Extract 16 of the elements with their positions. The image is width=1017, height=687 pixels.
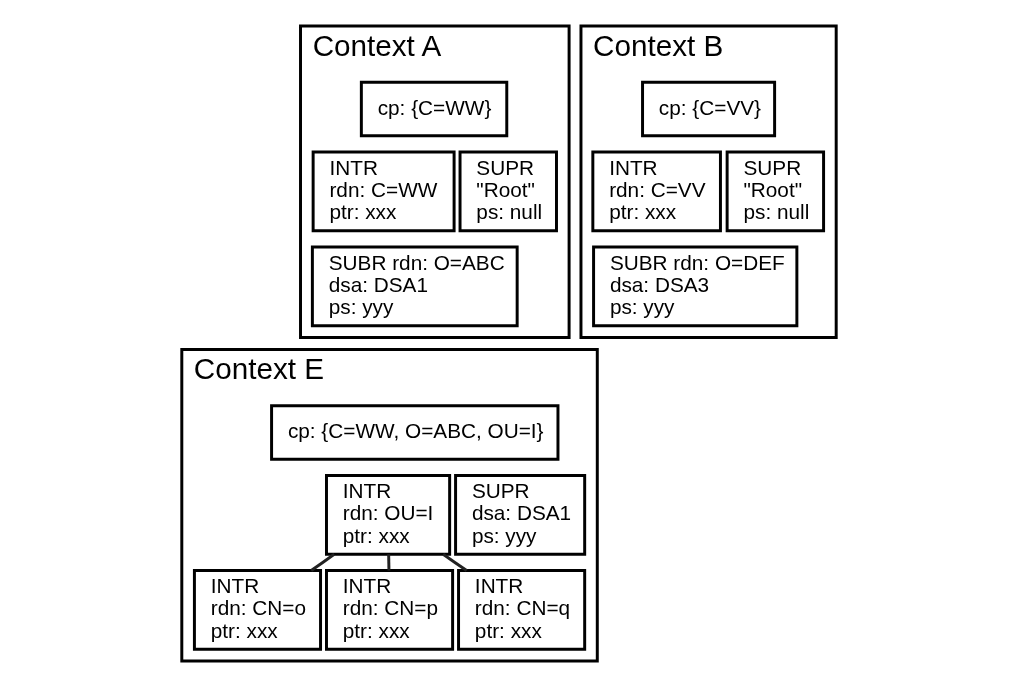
node-box: INTR rdn: CN=o ptr: xxx <box>192 569 322 651</box>
node-box: INTR rdn: CN=q ptr: xxx <box>456 569 586 651</box>
node-box: SUPR "Root" ps: null <box>725 150 825 233</box>
node-box: SUBR rdn: O=ABC dsa: DSA1 ps: yyy <box>310 245 519 328</box>
node-box: SUPR dsa: DSA1 ps: yyy <box>453 474 586 556</box>
node-box: INTR rdn: C=VV ptr: xxx <box>590 150 722 233</box>
connector <box>386 554 390 571</box>
node-box: SUBR rdn: O=DEF dsa: DSA3 ps: yyy <box>591 245 798 328</box>
node-box: INTR rdn: CN=p ptr: xxx <box>324 569 454 651</box>
node-box: cp: {C=WW, O=ABC, OU=I} <box>269 404 559 461</box>
node-box: INTR rdn: C=WW ptr: xxx <box>311 150 456 233</box>
node-box: cp: {C=VV} <box>640 80 776 138</box>
node-box: INTR rdn: OU=I ptr: xxx <box>324 474 451 556</box>
node-box: cp: {C=WW} <box>359 80 508 138</box>
connector <box>441 553 467 572</box>
node-box: SUPR "Root" ps: null <box>458 150 558 233</box>
